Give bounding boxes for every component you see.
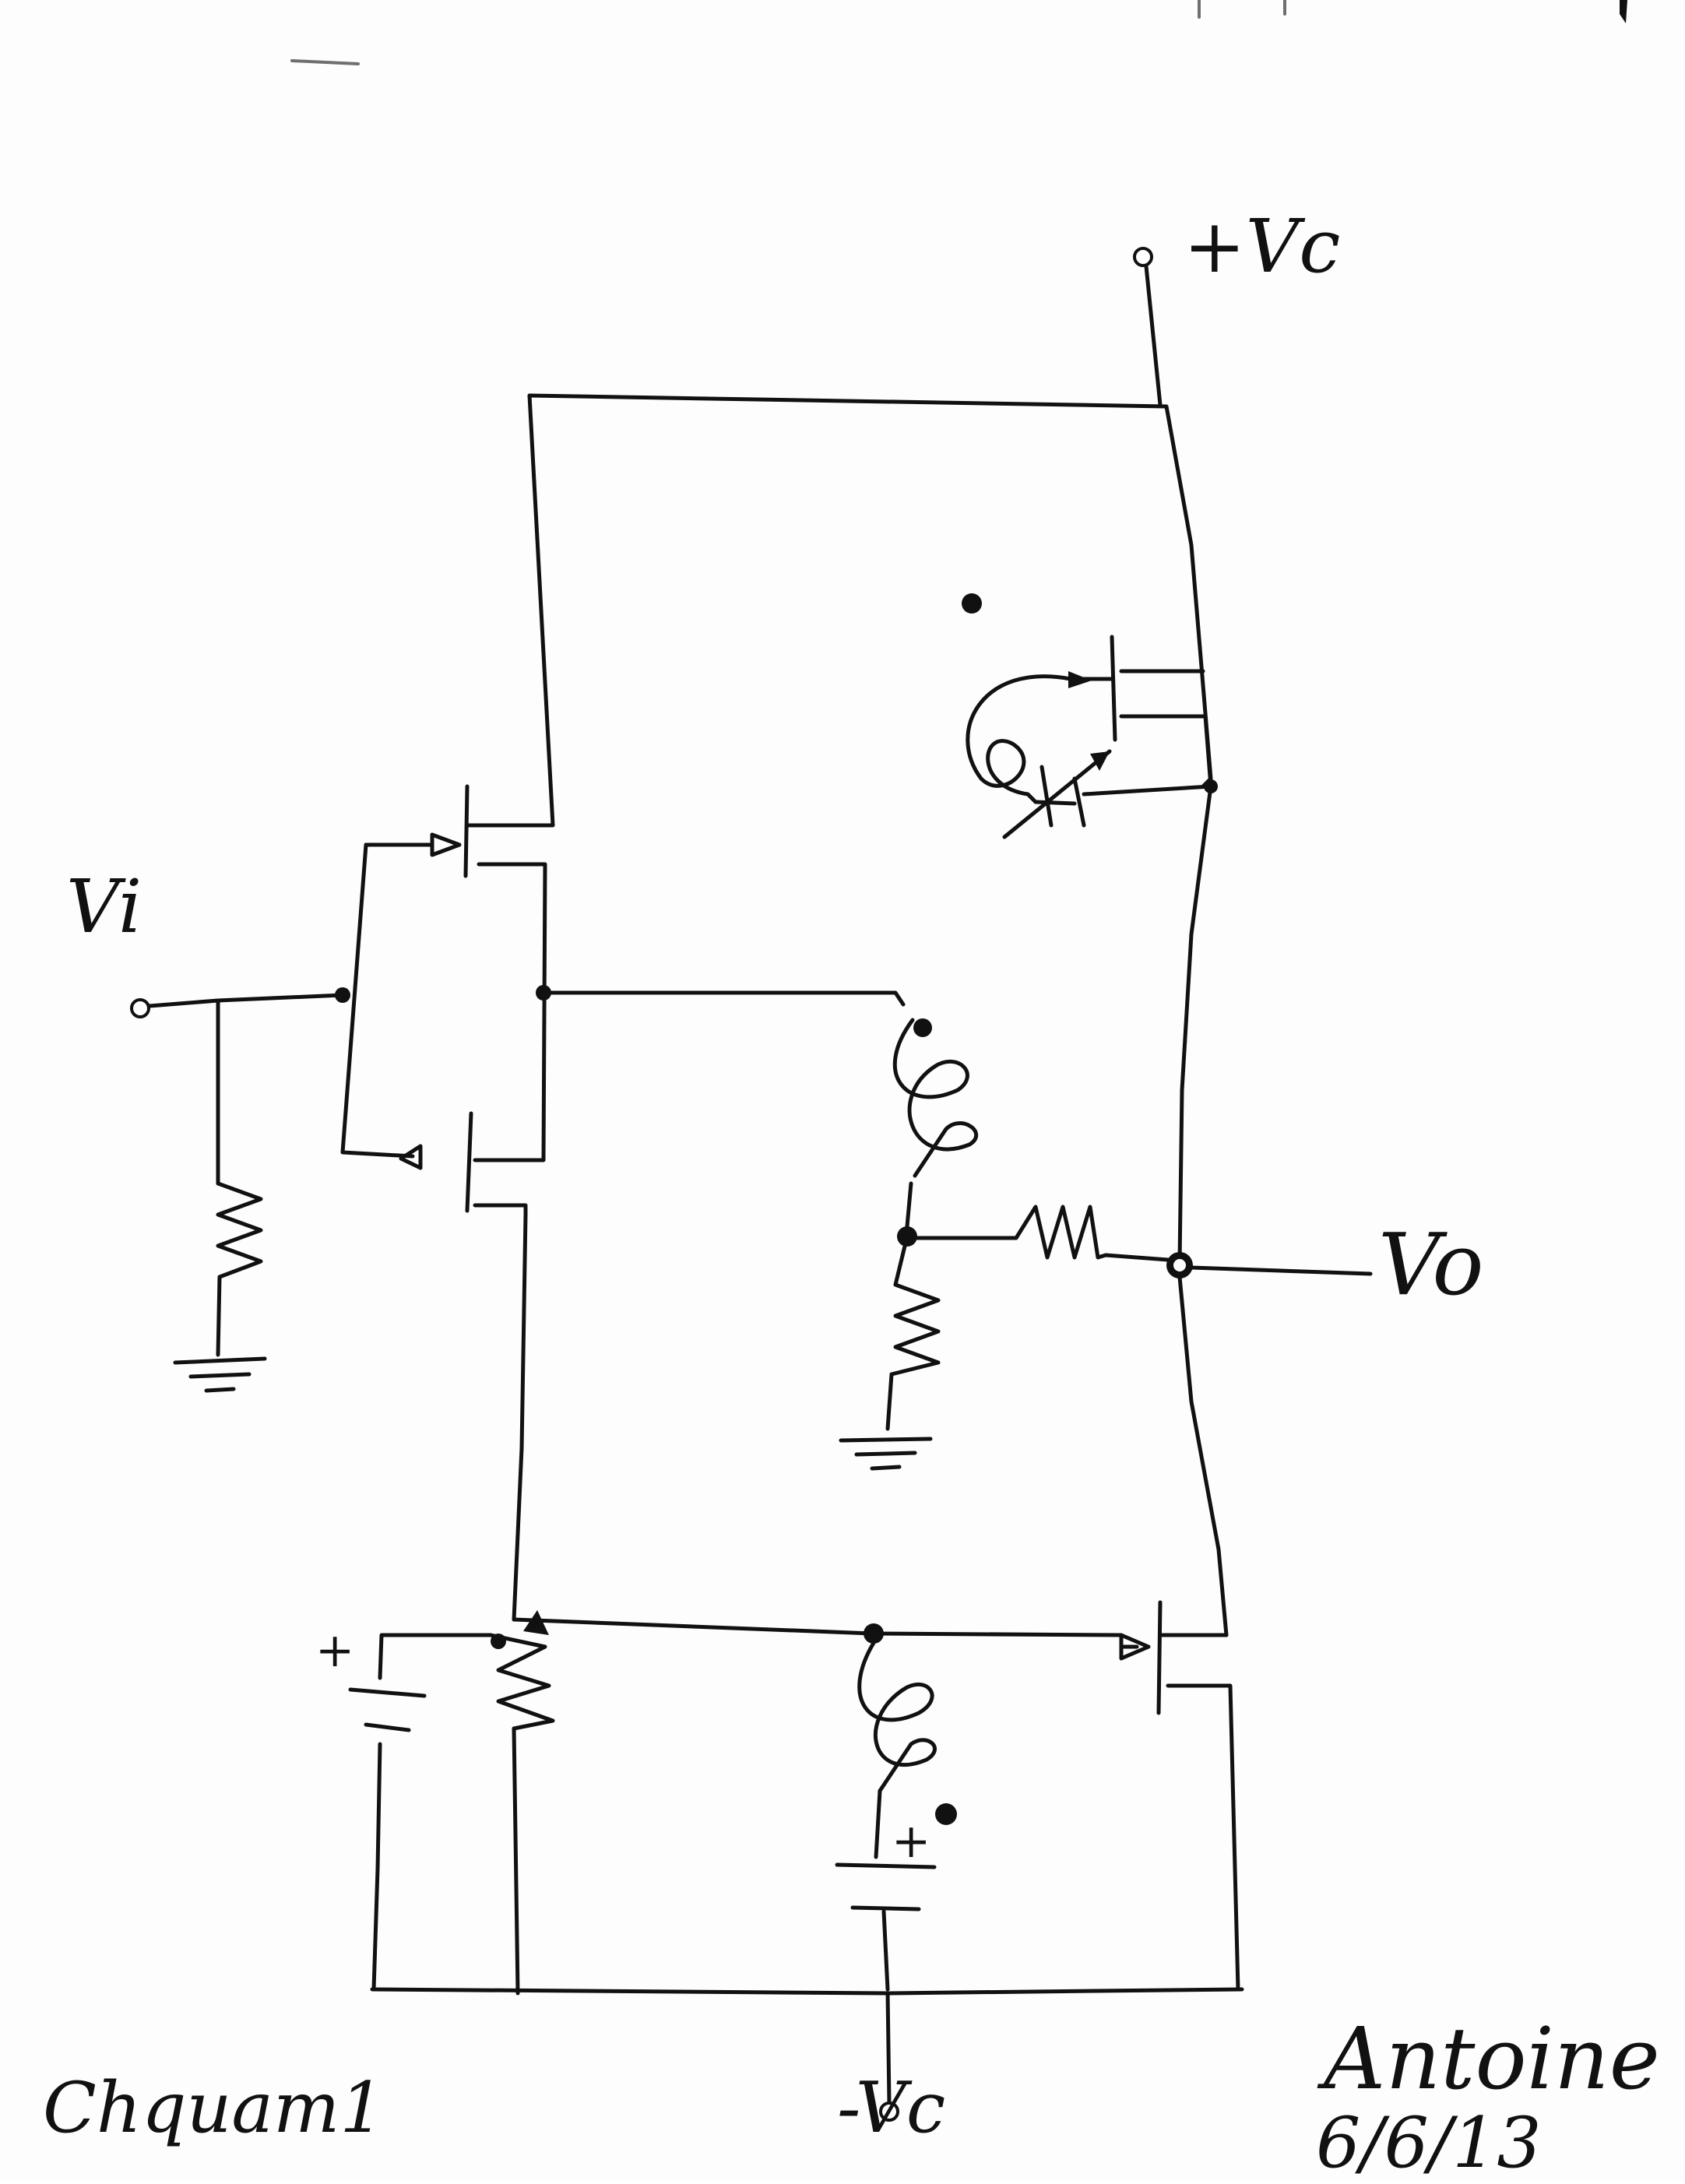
transistor-pair-input — [340, 784, 547, 1217]
input-network — [130, 987, 350, 1393]
mid-bus — [536, 985, 906, 1007]
scan-mark — [290, 59, 360, 65]
wire-right-lower — [1158, 1275, 1229, 1637]
battery-plus-bottom: + — [892, 1814, 931, 1869]
author-signature: Antoine — [1324, 2009, 1660, 2108]
supply-label-negative: -Vc — [837, 2067, 946, 2149]
bottom-rail — [370, 1987, 1244, 2122]
coil-lower — [857, 1641, 957, 1859]
battery-left — [348, 1633, 493, 1992]
supply-label-positive: +Vc — [1184, 204, 1341, 290]
wire-right-upper — [1164, 404, 1213, 789]
supply-positive — [527, 247, 1169, 409]
battery-plus-left: + — [315, 1623, 355, 1678]
scan-mark — [1620, 0, 1627, 23]
output-node — [1166, 1252, 1373, 1278]
coil-middle — [839, 1018, 979, 1471]
resistor-series-output — [915, 1205, 1170, 1262]
footer-label: Chquam1 — [43, 2067, 385, 2149]
potentiometer — [488, 1610, 555, 1996]
transistor-lower-right — [1119, 1600, 1240, 1992]
coil-variable-capacitor — [966, 674, 1218, 839]
wire-left-lower — [512, 1212, 528, 1622]
input-label-vi: Vi — [66, 864, 142, 950]
wire-left-upper — [465, 393, 555, 828]
wire-right-mid — [1177, 784, 1213, 1264]
lower-bus — [491, 1617, 1124, 1649]
output-label-vo: Vo — [1378, 1215, 1484, 1314]
transistor-upper-right — [962, 593, 1213, 789]
battery-lower — [835, 1862, 937, 1992]
date-label: 6/6/13 — [1316, 2102, 1542, 2184]
